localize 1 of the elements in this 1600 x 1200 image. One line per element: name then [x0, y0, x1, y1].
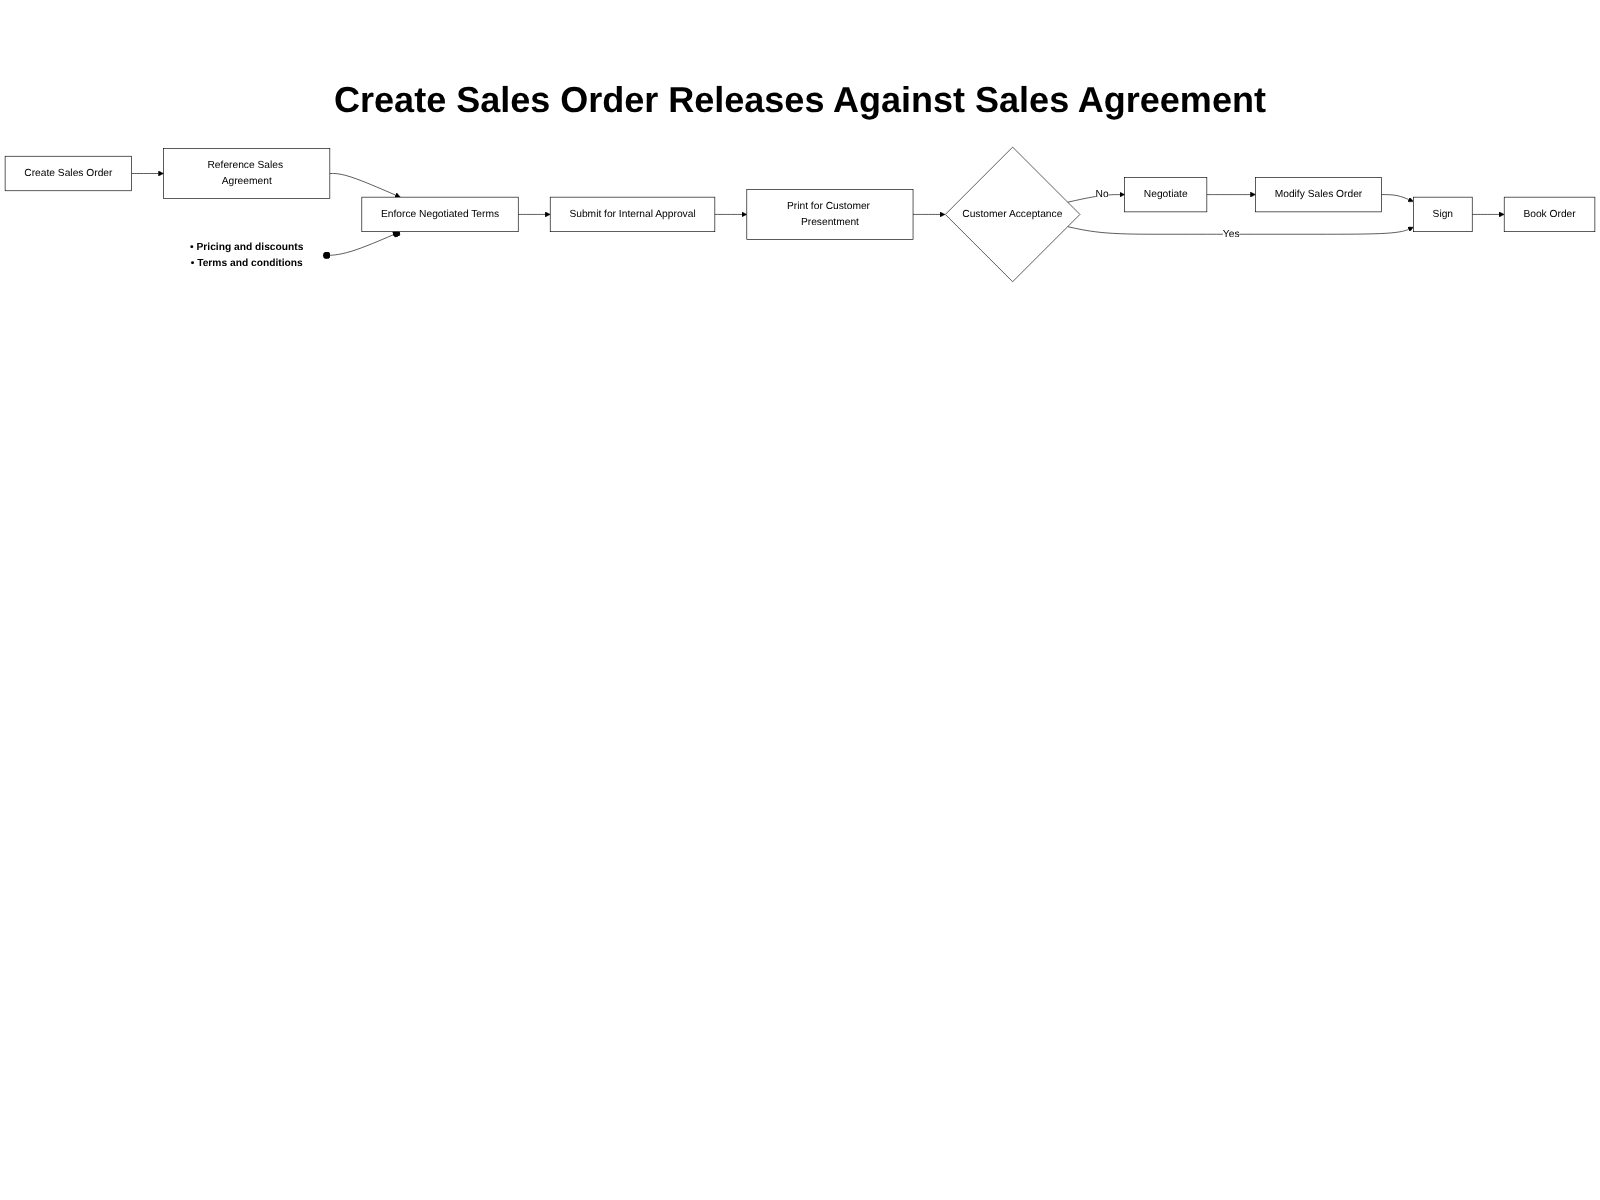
diagram-title: Create Sales Order Releases Against Sales Agreement	[332, 80, 1268, 122]
